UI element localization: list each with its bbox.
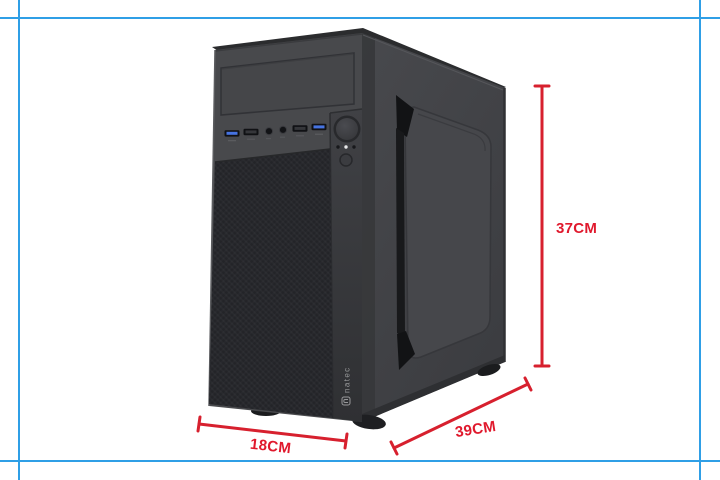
drive-bay-inner-shadow — [221, 53, 354, 70]
dimension-line-front-width — [197, 422, 348, 443]
front-left-edge-highlight — [208, 49, 216, 407]
jack-label-mark — [280, 136, 285, 138]
frame-line-right — [699, 0, 701, 480]
headphone-jack-icon — [264, 127, 274, 136]
usb3-tongue — [313, 125, 325, 129]
frame-line-left — [18, 0, 20, 480]
front-io-ports — [224, 123, 327, 142]
usb-port-label-mark — [228, 140, 236, 142]
brand-logo-text: natec — [343, 366, 352, 393]
reset-button-icon — [339, 153, 353, 167]
mesh-top-edge — [214, 148, 331, 163]
side-bottom-shade — [362, 355, 505, 422]
usb-port-label-mark — [247, 138, 255, 140]
dimension-line-depth — [392, 382, 530, 450]
side-trim-bar — [396, 128, 405, 337]
dimension-lines — [196, 84, 551, 456]
dimension-label-height: 37CM — [556, 220, 598, 237]
led-dot-icon — [352, 145, 356, 149]
frame-line-top — [0, 17, 720, 19]
hdd-led-icon — [336, 145, 340, 149]
usb2-tongue — [245, 130, 257, 134]
usb3-tongue — [226, 131, 238, 135]
front-mesh-overlay — [209, 149, 333, 418]
front-top-border — [214, 33, 363, 52]
natec-logo-n-mark — [343, 399, 348, 403]
dimension-cap — [523, 376, 533, 392]
strip-left-groove — [329, 112, 334, 419]
side-trim-top-wedge — [396, 95, 414, 137]
usb-port-label-mark — [315, 133, 323, 135]
side-panel-bevel — [404, 106, 492, 359]
dimension-cap — [343, 432, 349, 450]
side-trim-bottom-wedge — [397, 331, 415, 370]
frame-line-bottom — [0, 460, 720, 462]
strip-top-groove — [329, 108, 363, 114]
side-panel-bevel-inner-line — [417, 113, 486, 152]
front-right-strip — [330, 109, 362, 422]
case-foot-back — [477, 363, 501, 377]
natec-logo-icon — [341, 396, 351, 406]
jack-label-mark — [266, 138, 271, 140]
dimension-cap — [389, 440, 399, 456]
dimension-cap — [196, 415, 202, 433]
microphone-jack-icon — [278, 125, 288, 134]
side-front-edge-shade — [362, 33, 375, 422]
usb-port-label-mark — [296, 135, 304, 137]
usb2-tongue — [294, 126, 306, 130]
power-led-icon — [344, 145, 348, 149]
power-button-icon — [336, 118, 358, 140]
brand-logo: natec — [341, 366, 352, 406]
side-top-edge-highlight — [362, 34, 504, 91]
drive-bay-cover — [220, 52, 355, 116]
